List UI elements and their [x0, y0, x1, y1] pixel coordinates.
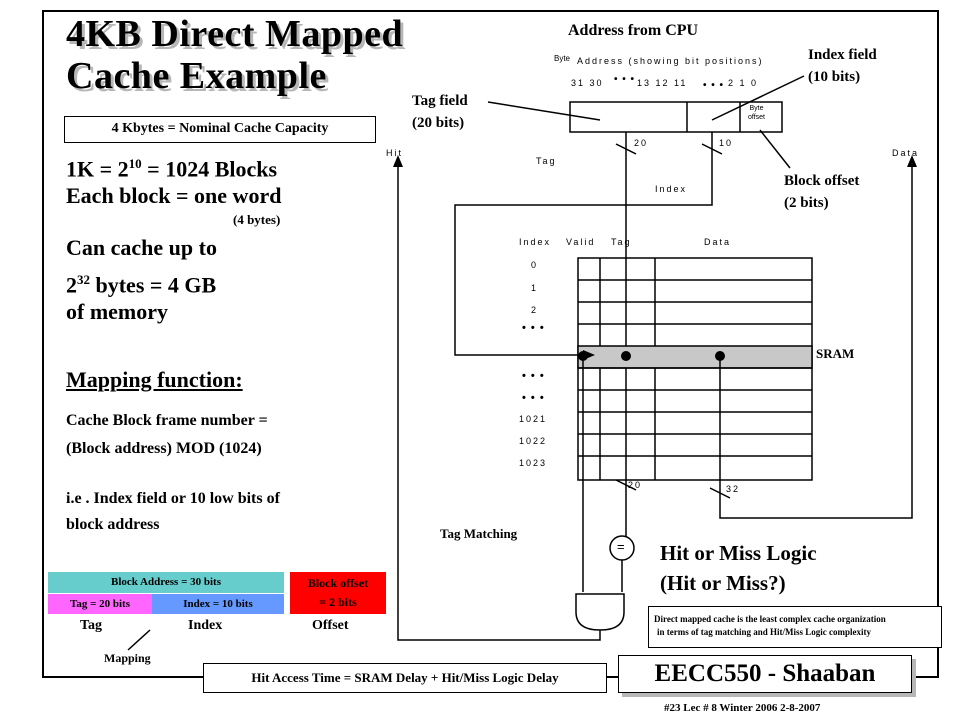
address-register: [569, 101, 783, 133]
tag-bar: Tag = 20 bits: [48, 594, 152, 614]
cpu-byte-small: Byte: [554, 54, 571, 63]
wire-num-32: 32: [726, 484, 741, 494]
memory-line-1: Can cache up to: [66, 235, 217, 260]
page-title: 4KB Direct Mapped Cache Example: [66, 13, 403, 97]
row-index-1021: 1021: [519, 414, 548, 424]
index-field-leader: [711, 75, 805, 121]
index-arrow: [583, 350, 595, 360]
tag-field-label: Tag field(20 bits): [412, 93, 468, 131]
data-label: Data: [892, 148, 920, 158]
block-offset-label: Block offset(2 bits): [784, 173, 860, 211]
mapping-line-2: (Block address) MOD (1024): [66, 440, 262, 457]
blocks-line-2: Each block = one word: [66, 183, 282, 208]
tag-field-leader: [487, 101, 601, 121]
comparator-circle: [609, 535, 635, 561]
comparator-equals: =: [617, 539, 625, 554]
mapping-line-4: block address: [66, 516, 160, 533]
row-index-0: 0: [531, 260, 539, 270]
row-index-1: 1: [531, 283, 539, 293]
index-wire-label: Index: [655, 184, 688, 194]
hit-arrow: [393, 155, 403, 167]
mapping-heading: Mapping function:: [66, 367, 243, 392]
blocks-line-3: (4 bytes): [233, 212, 281, 227]
tag-matching-label: Tag Matching: [440, 526, 518, 541]
slide-info: #23 Lec # 8 Winter 2006 2-8-2007: [664, 702, 821, 714]
tag-wire-label: Tag: [536, 156, 557, 166]
title-line-2: Cache Example: [66, 55, 327, 97]
sram-table: [577, 257, 813, 481]
label-under-tag: Tag: [80, 618, 103, 633]
header-valid: Valid: [566, 237, 596, 247]
title-line-1: 4KB Direct Mapped: [66, 13, 404, 55]
register-num-20: 20: [634, 138, 649, 148]
cpu-address-caption: Address (showing bit positions): [577, 56, 764, 66]
memory-line-3: of memory: [66, 299, 169, 324]
row-dots-1: • • •: [522, 322, 545, 334]
cpu-bits-mid: 13 12 11: [637, 78, 688, 88]
label-under-index: Index: [188, 618, 223, 633]
block-offset-leader: [759, 129, 791, 169]
sram-label: SRAM: [816, 346, 855, 361]
header-data: Data: [704, 237, 732, 247]
wire-num-20: 20: [628, 480, 643, 490]
capacity-box: 4 Kbytes = Nominal Cache Capacity: [64, 116, 376, 143]
header-index: Index: [519, 237, 552, 247]
mapping-label: Mapping: [104, 651, 151, 665]
access-time-box: Hit Access Time = SRAM Delay + Hit/Miss …: [203, 663, 607, 693]
label-under-offset: Offset: [312, 618, 349, 633]
row-index-2: 2: [531, 305, 539, 315]
block-address-bar: Block Address = 30 bits: [48, 572, 284, 593]
mapping-line-3: i.e . Index field or 10 low bits of: [66, 490, 280, 507]
hit-wire: [397, 165, 601, 641]
row-index-1022: 1022: [519, 436, 548, 446]
data-arrow: [907, 155, 917, 167]
tag-dot: [621, 351, 631, 361]
index-bar: Index = 10 bits: [152, 594, 284, 614]
row-index-1023: 1023: [519, 458, 548, 468]
register-num-10: 10: [719, 138, 734, 148]
cpu-bits-left: 31 30: [571, 78, 604, 88]
hit-label: Hit: [386, 148, 403, 158]
header-tag: Tag: [611, 237, 632, 247]
hit-miss-label: Hit or Miss Logic(Hit or Miss?): [660, 541, 817, 595]
index-wire: [454, 132, 713, 356]
cpu-address-heading: Address from CPU: [568, 22, 699, 39]
cpu-bits-right: 2 1 0: [728, 78, 759, 88]
selected-row-highlight: [577, 345, 813, 369]
course-badge: EECC550 - Shaaban: [618, 655, 912, 693]
row-dots-3: • • •: [522, 392, 545, 404]
block-offset-bar: Block offset= 2 bits: [290, 572, 386, 614]
data-dot: [715, 351, 725, 361]
cpu-dots-1: • • •: [614, 74, 636, 85]
index-field-label: Index field(10 bits): [808, 47, 877, 85]
cpu-dots-2: • • •: [703, 80, 725, 91]
memory-line-2: 232 bytes = 4 GB: [66, 272, 217, 298]
and-gate: [575, 593, 625, 631]
data-wire: [719, 165, 913, 519]
mapping-leader: [127, 629, 151, 651]
row-dots-2: • • •: [522, 370, 545, 382]
mapping-line-1: Cache Block frame number =: [66, 412, 268, 429]
note-box: Direct mapped cache is the least complex…: [648, 606, 942, 648]
blocks-line-1: 1K = 210 = 1024 Blocks: [66, 156, 278, 182]
